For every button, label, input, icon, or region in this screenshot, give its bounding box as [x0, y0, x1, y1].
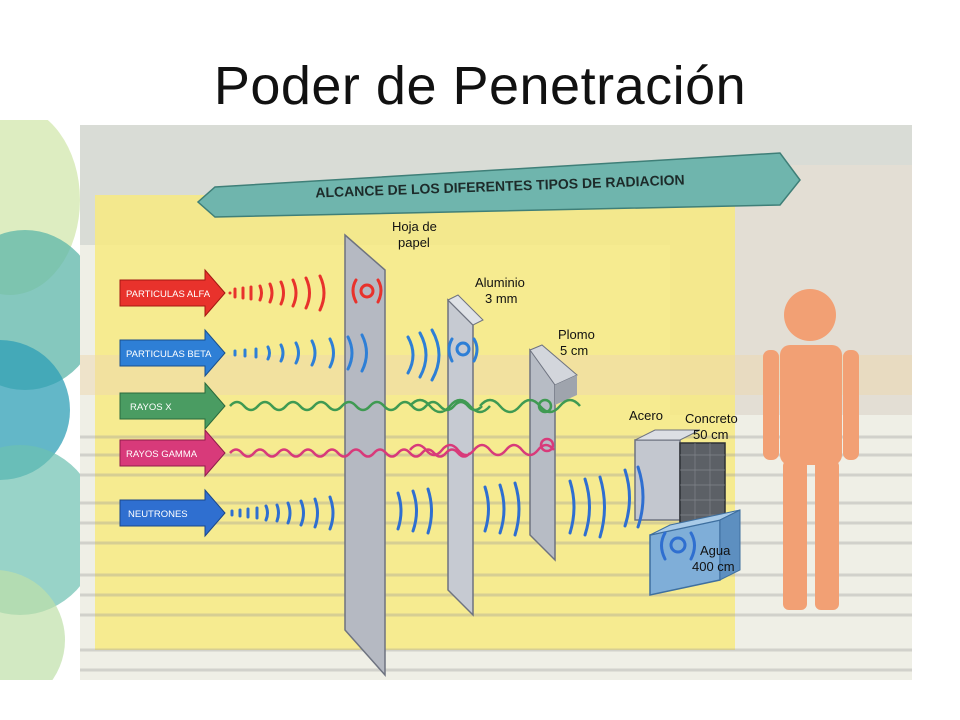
barrier-concrete-label: Concreto — [685, 411, 738, 426]
barrier-water-sublabel: 400 cm — [692, 559, 735, 574]
barrier-aluminum: Aluminio 3 mm — [447, 275, 525, 617]
beta-wave — [233, 328, 479, 382]
penetration-diagram: ALCANCE DE LOS DIFERENTES TIPOS DE RADIA… — [80, 125, 912, 680]
banner: ALCANCE DE LOS DIFERENTES TIPOS DE RADIA… — [196, 152, 801, 218]
barrier-concrete: Concreto 50 cm — [679, 411, 738, 526]
arrow-beta: PARTICULAS BETA — [119, 328, 226, 378]
barrier-steel-label: Acero — [629, 408, 663, 423]
barrier-water: Agua 400 cm — [649, 509, 741, 596]
neutron-wave — [230, 465, 696, 561]
barrier-aluminum-label: Aluminio — [475, 275, 525, 290]
decorative-petals — [0, 120, 100, 680]
gamma-absorption-icon — [539, 437, 555, 453]
xray-absorption-icon — [537, 398, 553, 414]
slide-title: Poder de Penetración — [213, 56, 747, 116]
arrow-alpha: PARTICULAS ALFA — [119, 268, 226, 318]
human-figure-icon — [763, 289, 859, 610]
arrow-neutrons-label: NEUTRONES — [128, 509, 188, 520]
barrier-lead-sublabel: 5 cm — [560, 343, 588, 358]
arrow-gamma: RAYOS GAMMA — [119, 428, 226, 478]
xray-wave — [229, 398, 581, 414]
barrier-concrete-sublabel: 50 cm — [693, 427, 728, 442]
arrow-neutrons: NEUTRONES — [119, 488, 226, 538]
barrier-water-label: Agua — [700, 543, 731, 558]
barrier-lead-label: Plomo — [558, 327, 595, 342]
barrier-steel: Acero — [629, 408, 701, 521]
barrier-paper-label: Hoja de — [392, 219, 437, 234]
alpha-wave — [228, 274, 383, 312]
barrier-aluminum-sublabel: 3 mm — [485, 291, 518, 306]
arrow-gamma-label: RAYOS GAMMA — [126, 449, 198, 460]
arrow-alpha-label: PARTICULAS ALFA — [126, 289, 211, 300]
gamma-wave — [229, 443, 555, 458]
arrow-xray-label: RAYOS X — [130, 402, 172, 413]
arrow-xray: RAYOS X — [119, 381, 226, 431]
arrow-beta-label: PARTICULAS BETA — [126, 349, 212, 360]
barrier-paper-sublabel: papel — [398, 235, 430, 250]
